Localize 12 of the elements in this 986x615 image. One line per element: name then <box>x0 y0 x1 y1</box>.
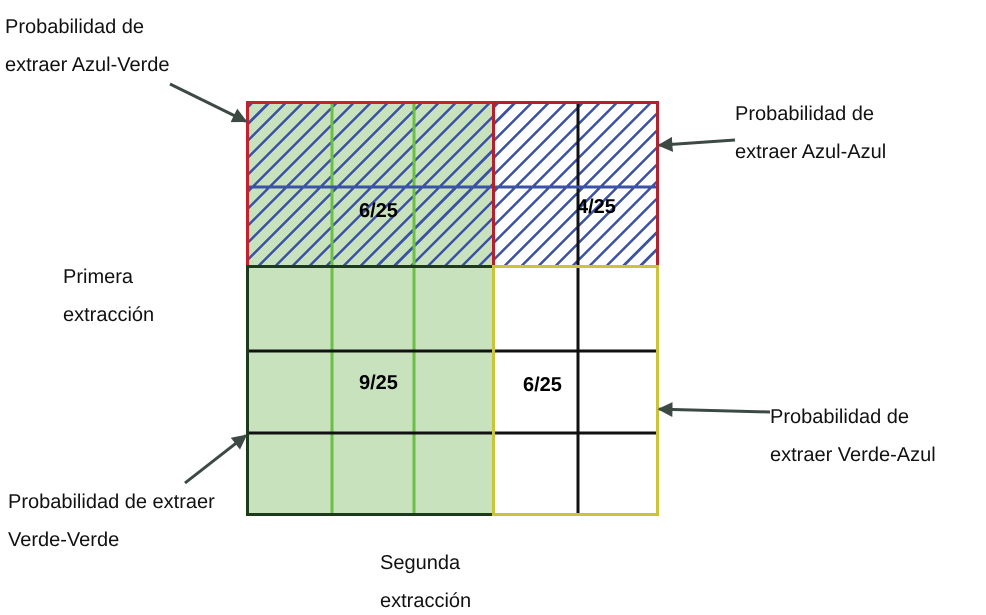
axis-label: Segunda extracción <box>380 551 472 614</box>
leader-arrow <box>658 136 736 152</box>
axis-label: Primera extracción <box>63 265 156 328</box>
probability-value: 6/25 <box>523 374 562 397</box>
callout-text: Probabilidad de extraer Verde-Azul <box>770 398 970 474</box>
callout-text: Probabilidad de extraer Azul-Verde <box>5 8 205 84</box>
probability-value: 9/25 <box>359 372 398 395</box>
leader-arrow <box>658 402 770 417</box>
callout-text: Probabilidad de extraer Verde-Verde <box>8 483 248 559</box>
callout-text: Probabilidad de extraer Azul-Azul <box>735 95 935 171</box>
leader-arrow <box>184 434 248 484</box>
leader-arrow <box>169 82 248 123</box>
